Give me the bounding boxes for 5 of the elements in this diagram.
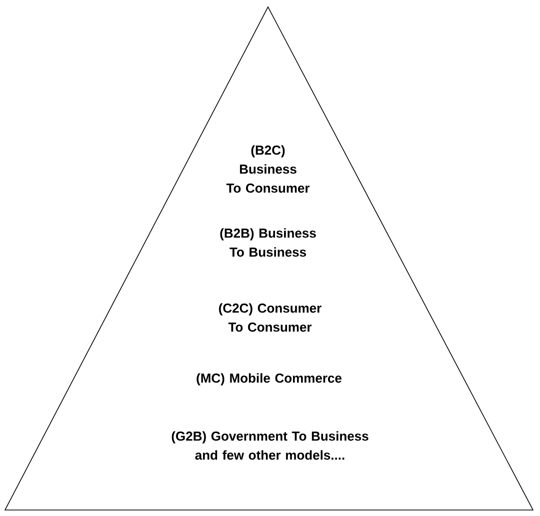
text-label: (B2C) Business To Consumer xyxy=(226,145,310,193)
text-label: (C2C) Consumer To Consumer xyxy=(219,303,322,332)
text-label: (MC) Mobile Commerce xyxy=(196,373,342,386)
text-label: (G2B) Government To Business and few other models.... xyxy=(172,431,368,460)
text-label: (B2B) Business To Business xyxy=(220,228,316,257)
